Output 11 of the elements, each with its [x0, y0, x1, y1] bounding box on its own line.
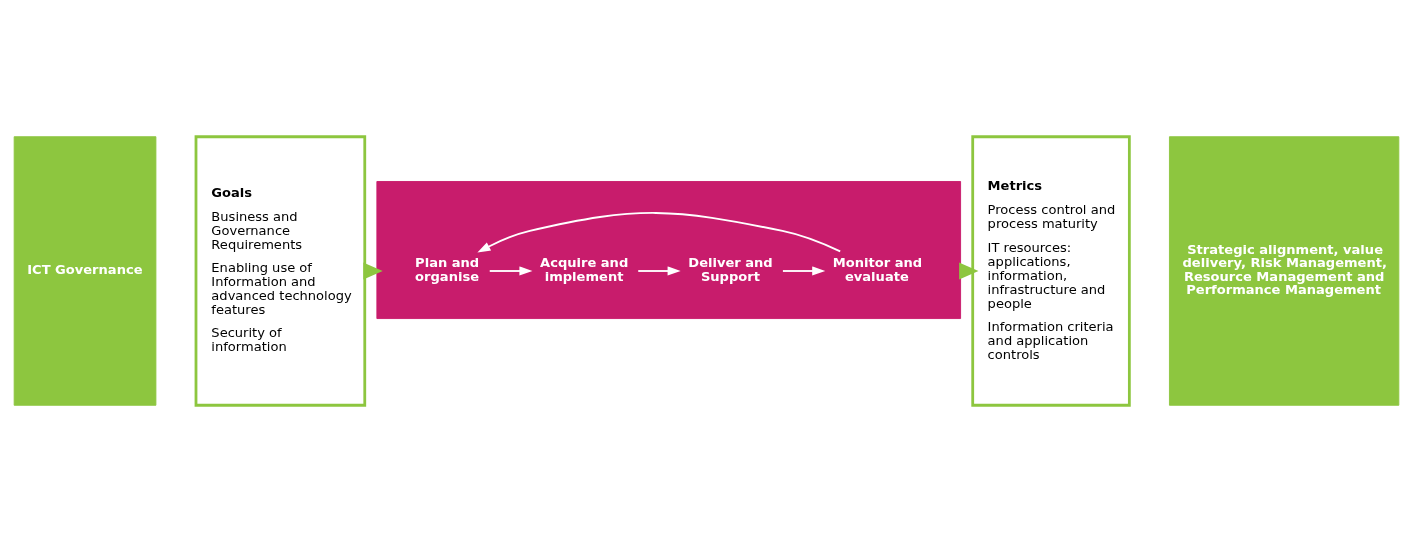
node-text: Acquire and implement [540, 254, 629, 284]
node-text: Plan and organise [415, 254, 480, 284]
arrow [477, 211, 842, 253]
node-box: ICT Governance [13, 135, 157, 406]
node-box: Strategic alignment, value delivery, Risk Management, Resource Management and Performance Management [1169, 135, 1400, 406]
node-box: Metrics Process control and process maturity IT resources: applications, information, infrastructure and people Information criteria and application controls [971, 134, 1131, 407]
node-text: Monitor and evaluate [832, 254, 923, 284]
arrow [637, 265, 681, 276]
arrow [488, 265, 533, 276]
arrow [781, 265, 826, 276]
node-text: Deliver and Support [688, 254, 773, 284]
